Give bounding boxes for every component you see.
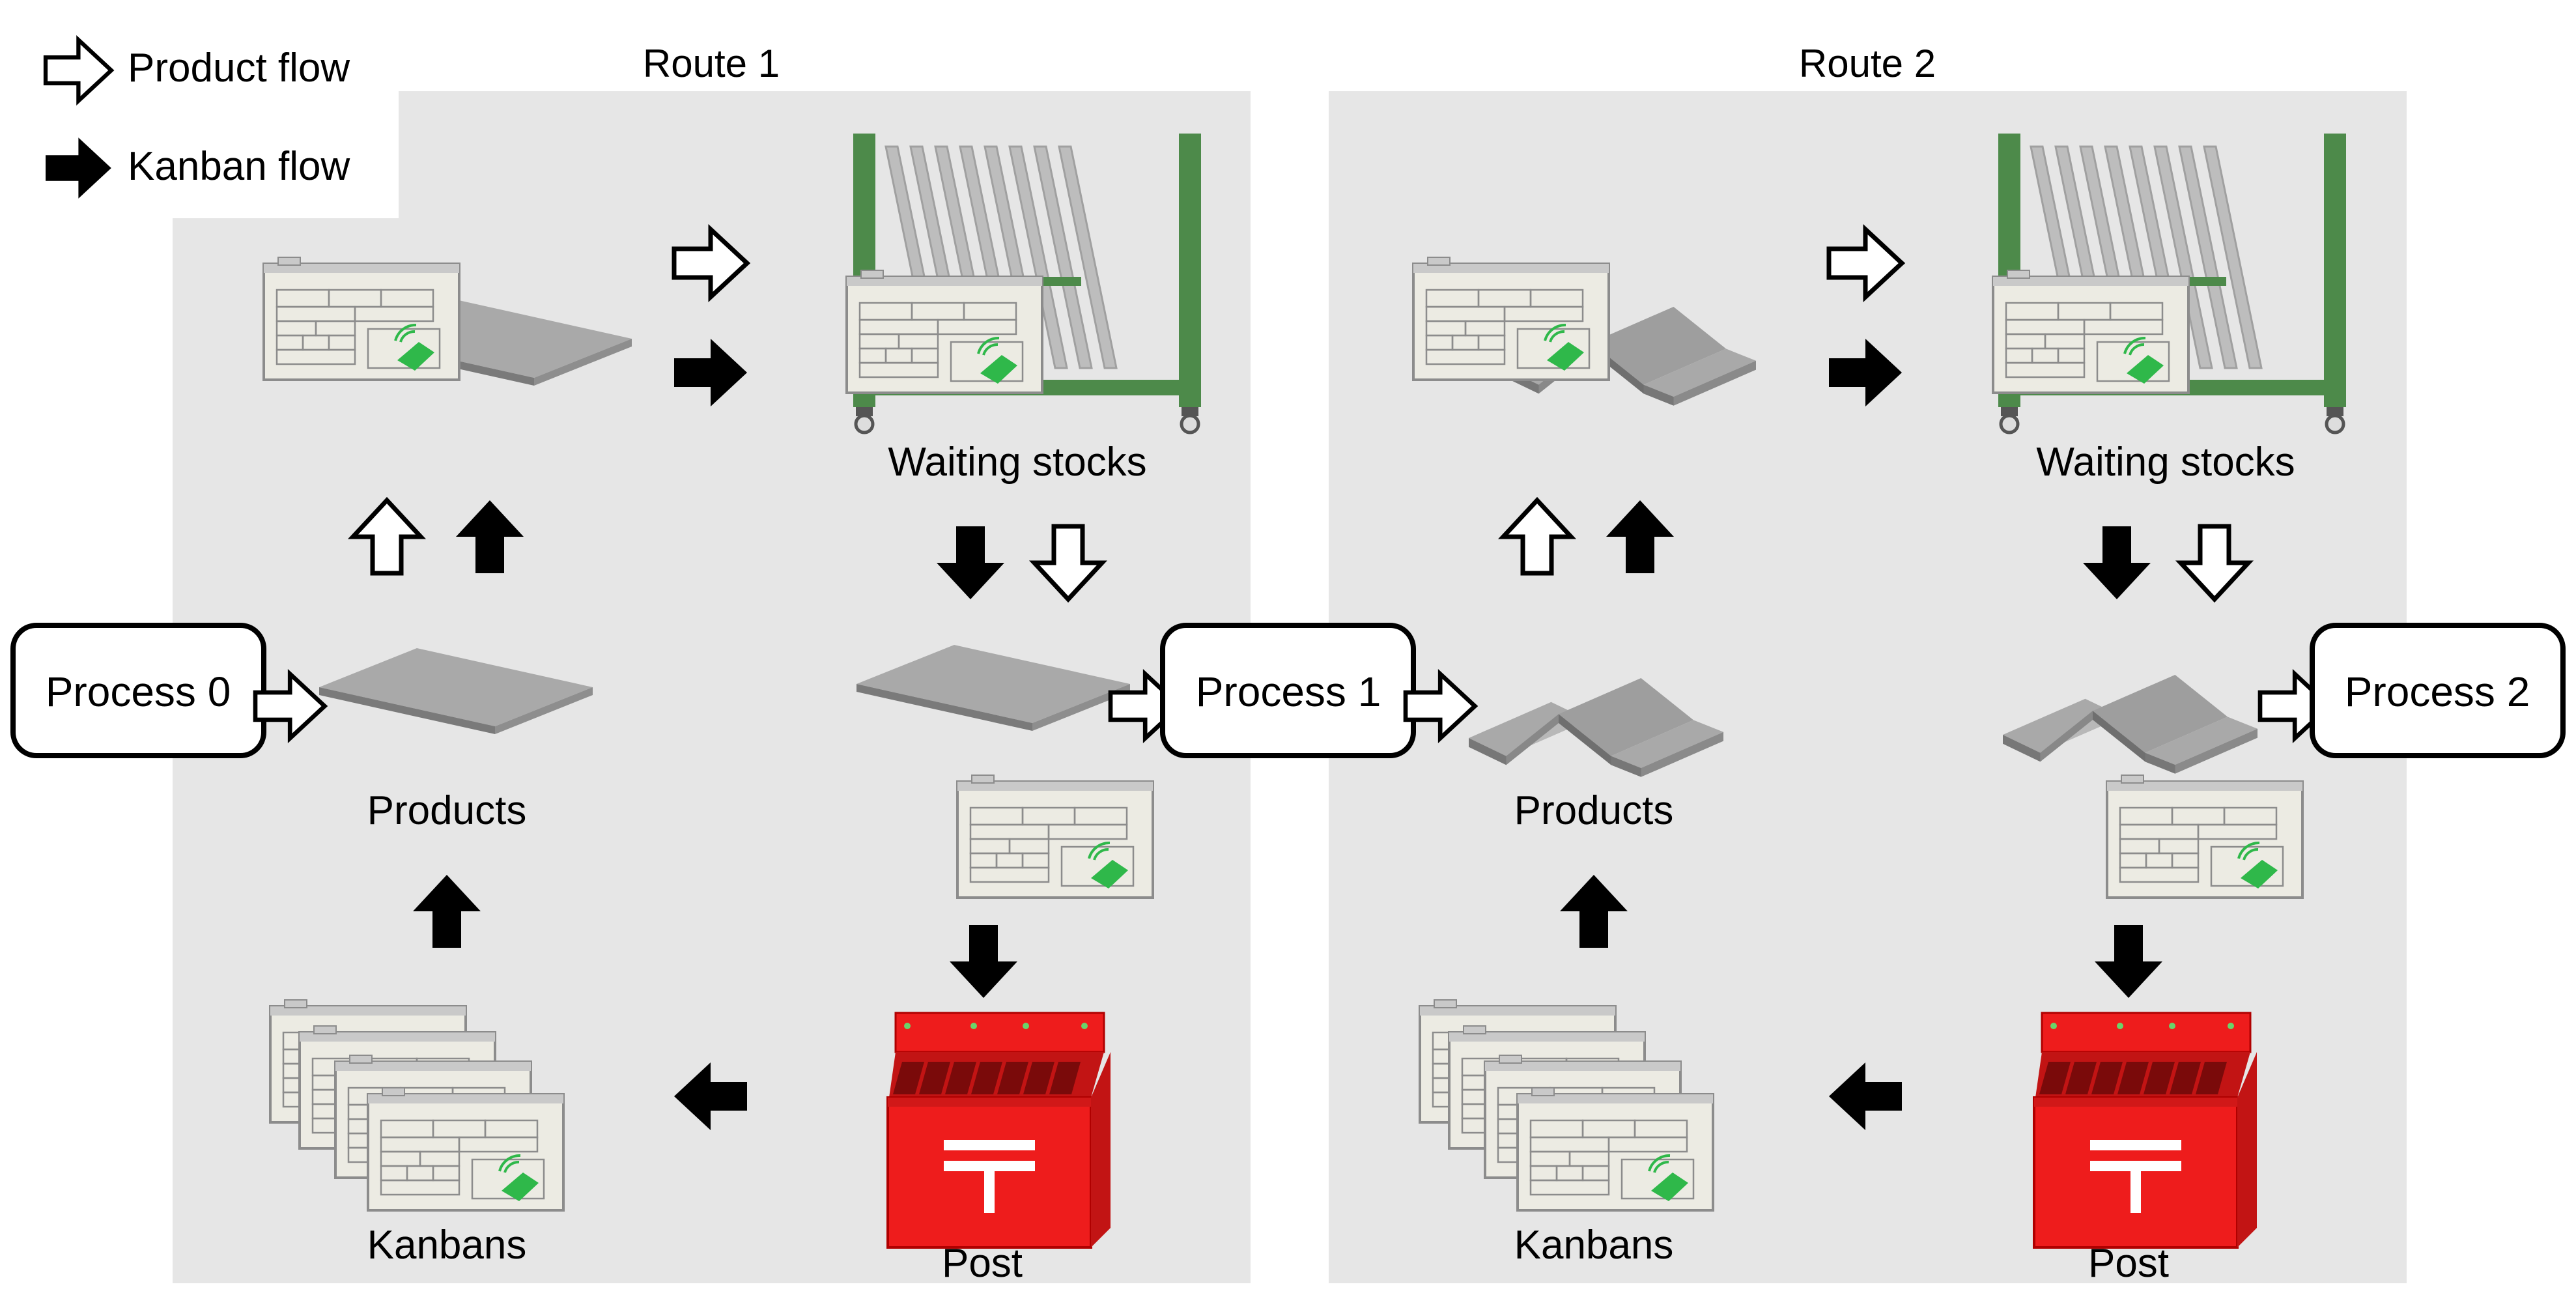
route-2-kanbans-label: Kanbans — [1514, 1223, 1674, 1268]
route-2-post-icon — [2033, 1012, 2258, 1249]
route-1-title: Route 1 — [643, 42, 780, 85]
process-2-label: Process 2 — [2345, 668, 2530, 715]
legend-product-flow-label: Product flow — [128, 46, 350, 91]
process-0-label: Process 0 — [46, 668, 231, 715]
route-2-detached-kanban — [2106, 774, 2304, 899]
route-2-waiting-label: Waiting stocks — [2036, 440, 2295, 485]
route-1-products-label: Products — [367, 788, 527, 833]
legend-box — [0, 0, 399, 218]
legend-kanban-flow-label: Kanban flow — [128, 144, 350, 189]
route-1-kanbans-label: Kanbans — [367, 1223, 527, 1268]
route-1-post-label: Post — [942, 1241, 1023, 1286]
route-2-products-label: Products — [1514, 788, 1674, 833]
route-1-waiting-label: Waiting stocks — [888, 440, 1146, 485]
route-2-title: Route 2 — [1799, 42, 1936, 85]
route-1-detached-kanban — [956, 774, 1154, 899]
route-1-post-icon — [886, 1012, 1112, 1249]
process-2-box — [2310, 623, 2566, 758]
route-2-post-label: Post — [2088, 1241, 2169, 1286]
process-1-label: Process 1 — [1196, 668, 1381, 715]
